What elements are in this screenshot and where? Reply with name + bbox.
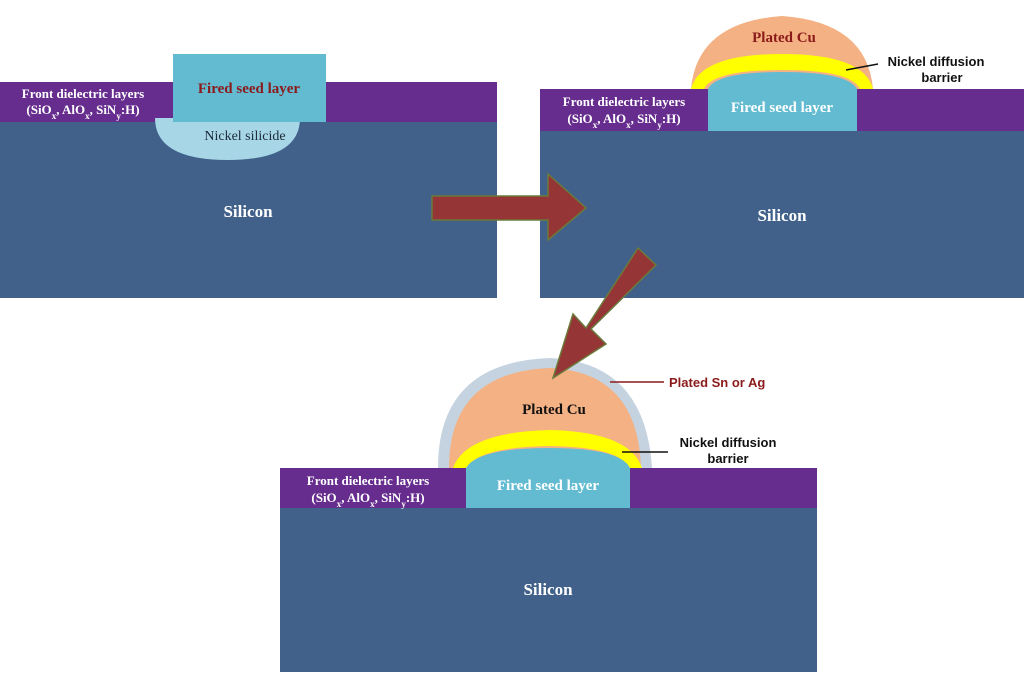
silicon-label: Silicon	[523, 580, 573, 599]
silicon-substrate	[280, 508, 817, 672]
seed-layer	[466, 448, 630, 508]
barrier-label-line2: barrier	[921, 70, 962, 85]
dielectric-label-line1: Front dielectric layers	[307, 473, 430, 488]
capping-label: Plated Sn or Ag	[669, 375, 765, 390]
panel-3: Plated Cu Fired seed layer Plated Sn or …	[280, 358, 817, 672]
seed-layer	[708, 72, 857, 131]
silicide-label: Nickel silicide	[204, 129, 285, 144]
seed-label: Fired seed layer	[497, 478, 600, 494]
silicon-substrate	[540, 131, 1024, 298]
nickel-silicide	[155, 118, 300, 160]
silicon-label: Silicon	[757, 206, 807, 225]
barrier-label-line1: Nickel diffusion	[888, 54, 985, 69]
dielectric-label-line1: Front dielectric layers	[563, 94, 686, 109]
silicon-label: Silicon	[223, 202, 273, 221]
nickel-barrier	[453, 430, 642, 468]
dielectric-label-line1: Front dielectric layers	[22, 86, 145, 101]
barrier-label-line1: Nickel diffusion	[680, 435, 777, 450]
barrier-label-line2: barrier	[707, 451, 748, 466]
copper-label: Plated Cu	[752, 30, 816, 46]
seed-label: Fired seed layer	[731, 100, 834, 116]
arrow-down-left	[551, 246, 658, 380]
panel-1: Fired seed layer Nickel silicide Front d…	[0, 54, 497, 298]
barrier-leader-line	[845, 63, 879, 71]
arrow-right	[431, 172, 588, 242]
seed-layer	[173, 54, 326, 122]
copper-label: Plated Cu	[522, 402, 586, 418]
seed-label: Fired seed layer	[198, 81, 301, 97]
nickel-barrier	[691, 54, 873, 89]
panel-2: Plated Cu Fired seed layer Nickel diffus…	[540, 16, 1024, 298]
